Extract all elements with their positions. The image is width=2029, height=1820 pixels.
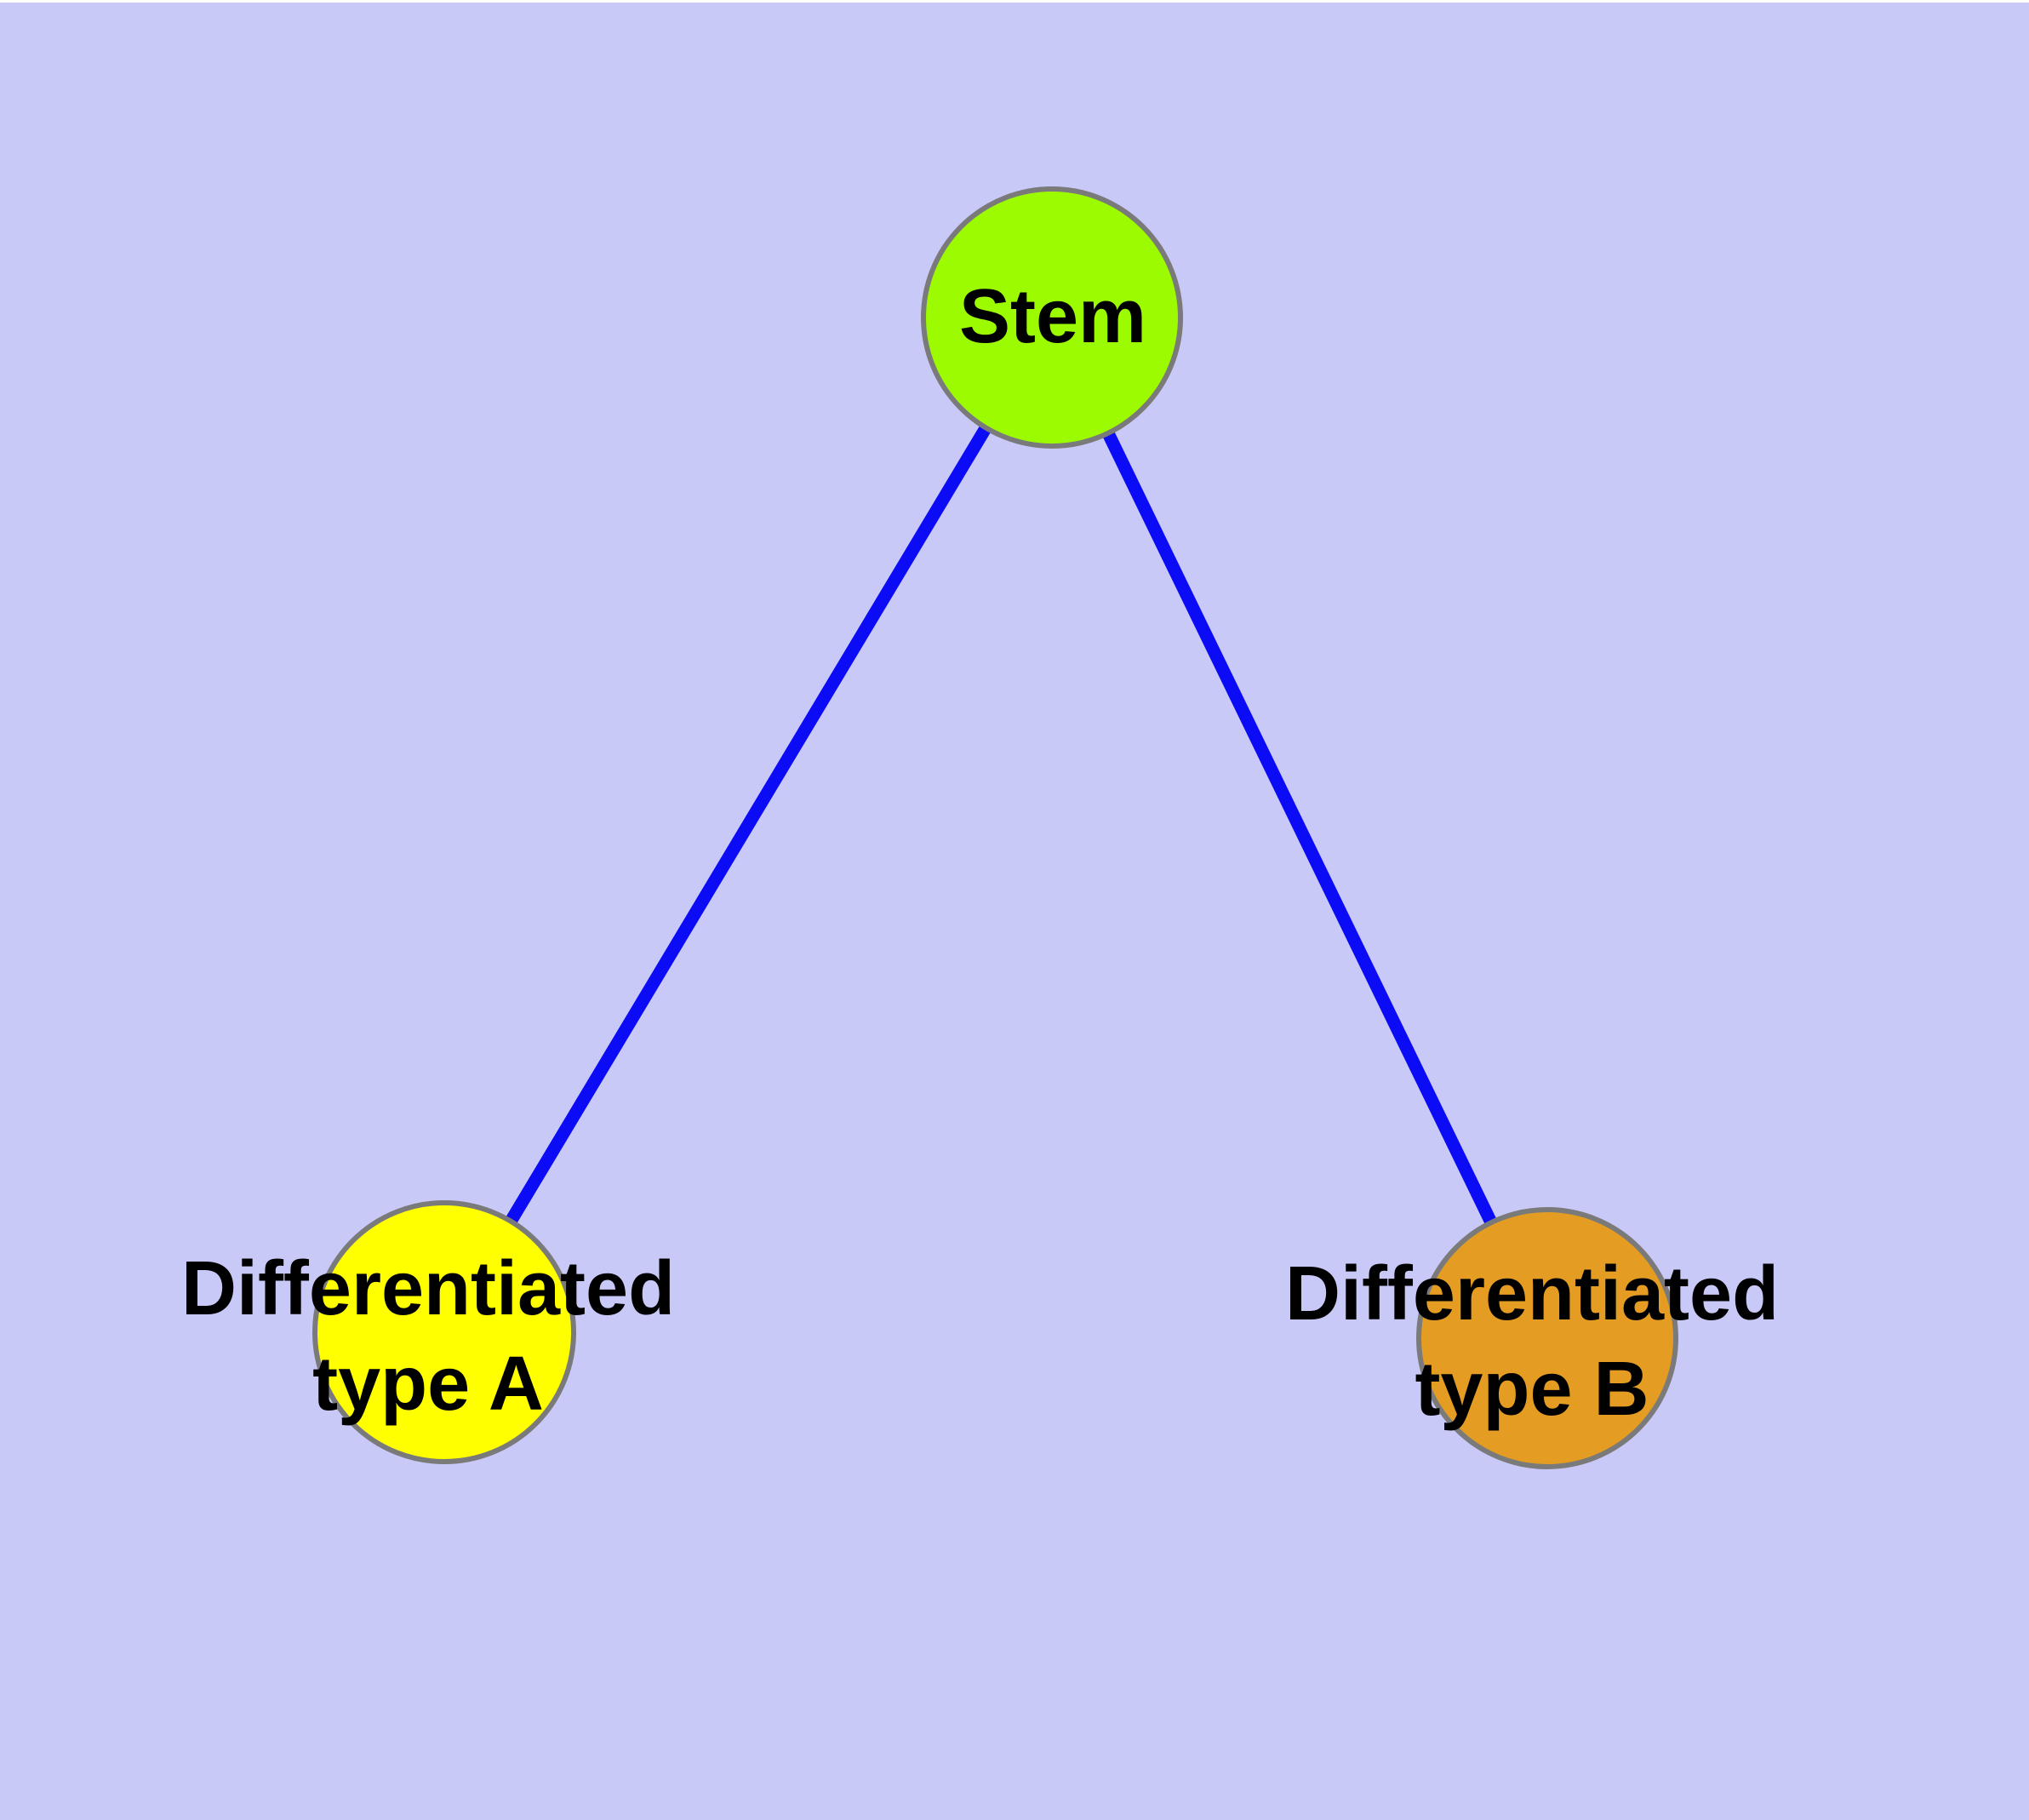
edge-stem-to-type-a [438,314,1058,1336]
node-type-a-circle [312,1200,576,1464]
node-type-b-label-line1: Differentiated [1284,1251,1780,1336]
node-type-a-label-line2: type A [312,1342,544,1427]
node-type-b-label: Differentiated type B [1285,1246,1779,1437]
node-type-a-label-line1: Differentiated [180,1246,676,1331]
node-stem-label: Stem [958,274,1147,359]
node-type-b-circle [1416,1207,1678,1469]
node-stem-circle [921,186,1183,449]
top-border-strip [0,0,2029,3]
node-type-b-label-line2: type B [1415,1347,1649,1432]
edge-stem-to-type-b [1046,314,1553,1342]
node-type-a-label: Differentiated type A [181,1241,675,1432]
